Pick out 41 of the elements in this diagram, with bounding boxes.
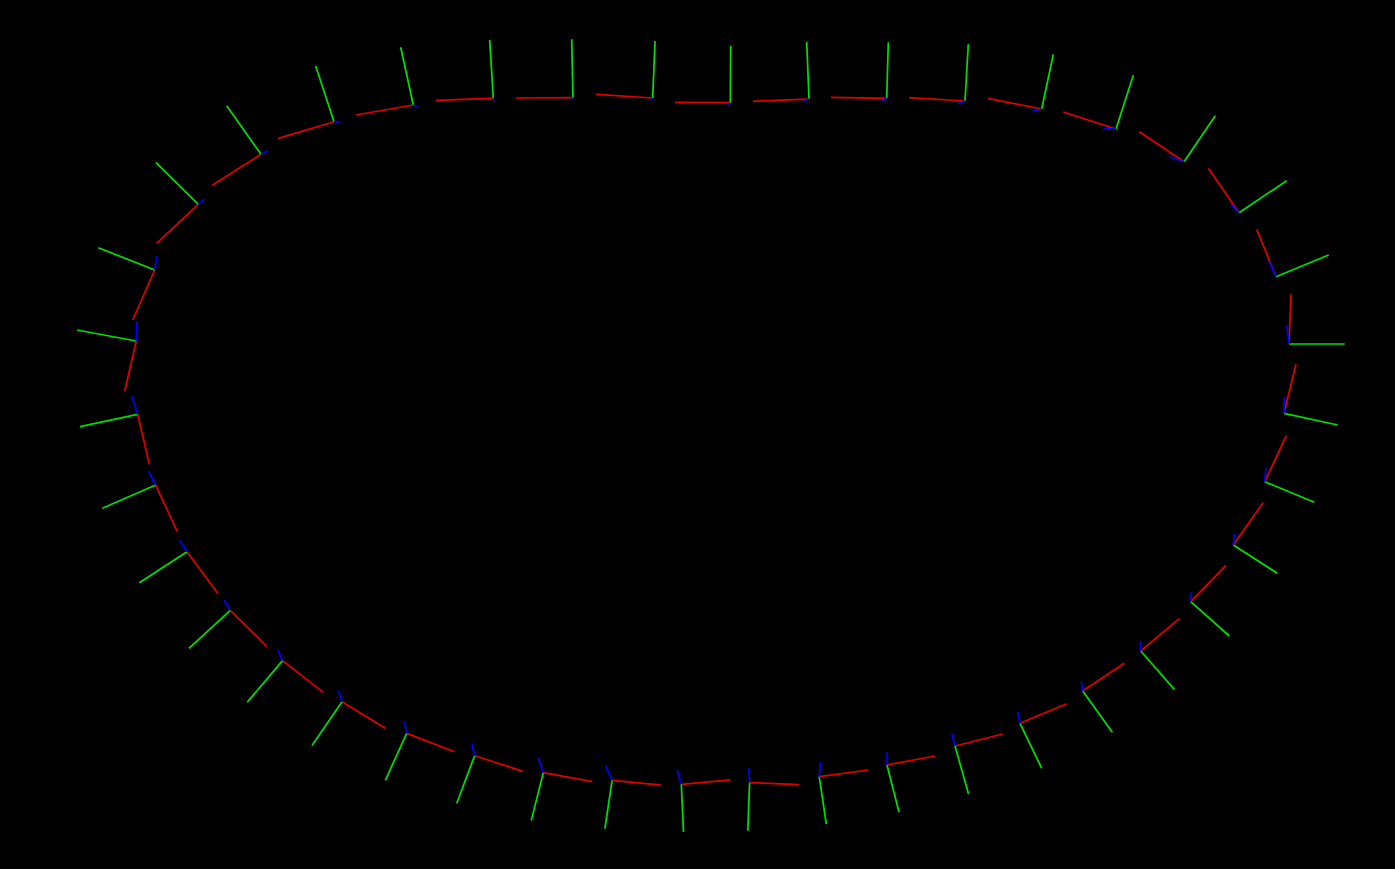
coordinate-frame-icon: [455, 742, 524, 805]
coordinate-frame-icon: [530, 757, 594, 822]
coordinate-frame-icon: [1139, 617, 1181, 691]
coordinate-frame-icon: [515, 38, 574, 101]
coordinate-frame-icon: [951, 733, 1004, 795]
coordinate-frame-icon: [908, 43, 970, 105]
coordinate-frame-icon: [246, 649, 325, 703]
coordinate-frame-icon: [79, 395, 151, 466]
coordinate-frame-icon: [138, 539, 219, 595]
coordinate-frame-icon: [384, 720, 456, 782]
coordinate-frame-icon: [1016, 702, 1068, 770]
coordinate-frame-icon: [1285, 293, 1346, 345]
coordinate-frame-icon: [1080, 662, 1126, 734]
coordinate-frame-icon: [1138, 114, 1217, 163]
coordinate-frame-icon: [97, 246, 159, 321]
coordinate-frame-icon: [76, 320, 138, 392]
coordinate-frame-icon: [752, 41, 810, 103]
coordinate-frame-icon: [595, 40, 656, 101]
coordinate-frame-icon: [830, 41, 890, 102]
coordinate-frame-icon: [1283, 363, 1339, 426]
coordinate-frame-icon: [886, 751, 936, 813]
coordinate-frame-icon: [1189, 564, 1231, 637]
coordinate-frame-icon: [188, 599, 268, 650]
coordinate-frame-icon: [1207, 167, 1288, 214]
coordinate-frame-icon: [277, 65, 342, 140]
coordinate-frame-icon: [746, 767, 800, 832]
coordinate-frame-icon: [211, 104, 269, 187]
coordinate-frame-icon: [311, 689, 387, 747]
coordinate-frame-icon: [676, 769, 732, 833]
coordinate-frame-icon: [986, 53, 1055, 112]
coordinate-frame-icon: [1062, 74, 1135, 130]
coordinate-frame-icon: [818, 760, 870, 825]
coordinate-frame-icon: [435, 39, 495, 102]
coordinate-frame-icon: [1263, 434, 1316, 504]
coordinate-frame-icon: [1255, 228, 1330, 278]
coordinate-frame-icon: [154, 161, 205, 245]
coordinate-frame-icon: [674, 45, 732, 107]
coordinate-frame-icon: [355, 46, 418, 116]
coordinate-frame-icon: [604, 764, 663, 830]
coordinate-frame-icon: [101, 470, 179, 533]
coordinate-frame-icon: [1232, 501, 1279, 575]
